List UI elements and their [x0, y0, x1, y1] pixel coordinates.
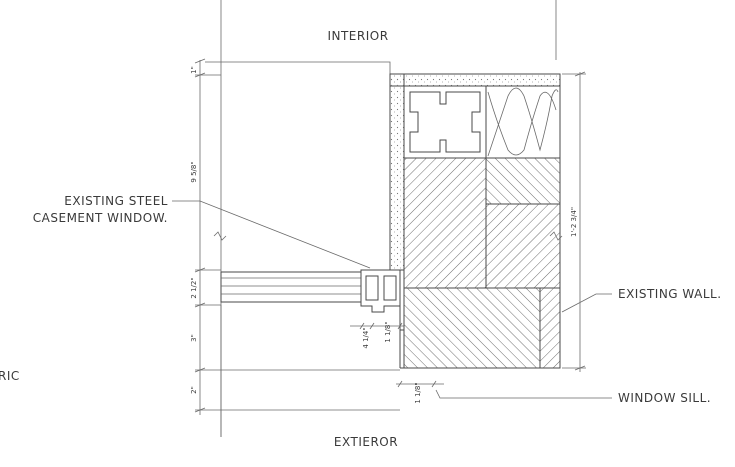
steel-window-label-1: EXISTING STEEL — [64, 194, 168, 208]
masonry-block-2 — [485, 157, 561, 205]
steel-stud-icon — [409, 91, 481, 153]
dim-left-bottom: 2" — [190, 386, 198, 394]
interior-label: INTERIOR — [327, 29, 388, 43]
plaster-side — [389, 73, 405, 271]
dim-sill-offset: 1 1/8" — [414, 382, 422, 403]
insulation-box — [485, 85, 561, 159]
steel-window-label-2: CASEMENT WINDOW. — [33, 211, 168, 225]
steel-stud-box — [403, 85, 487, 159]
break-mark-right — [549, 231, 563, 241]
dim-frame-b: 1 1/8" — [384, 321, 392, 342]
insulation-batt-icon — [487, 87, 559, 157]
sill-dim-ticks — [397, 380, 437, 388]
dim-frame-a: 4 1/4" — [362, 327, 370, 348]
plaster-finish — [389, 73, 561, 87]
right-dimension-ticks — [574, 71, 586, 371]
masonry-block-4 — [403, 287, 541, 369]
dim-left-upper: 9 5/8" — [190, 161, 198, 182]
dim-left-lower: 3" — [190, 334, 198, 342]
interior-finish-line — [205, 61, 391, 268]
steel-window-leader — [172, 200, 371, 269]
existing-wall-label: EXISTING WALL. — [618, 287, 722, 301]
window-glazing — [220, 271, 362, 303]
exterior-label: EXTIEROR — [334, 435, 398, 449]
dim-left-top: 1" — [190, 66, 198, 74]
frame-dim-ticks — [359, 322, 403, 330]
dim-right-wall: 1'-2 3/4" — [570, 207, 578, 237]
steel-frame-icon — [360, 269, 401, 313]
masonry-block-5 — [539, 287, 561, 369]
window-sill-label: WINDOW SILL. — [618, 391, 711, 405]
window-sill-leader — [435, 389, 612, 399]
masonry-block-3 — [485, 203, 561, 289]
existing-wall-leader — [561, 293, 612, 313]
masonry-block-1 — [403, 157, 487, 289]
dim-left-mid: 2 1/2" — [190, 277, 198, 298]
break-mark-left — [213, 231, 227, 241]
cut-off-label: RIC — [0, 369, 20, 383]
